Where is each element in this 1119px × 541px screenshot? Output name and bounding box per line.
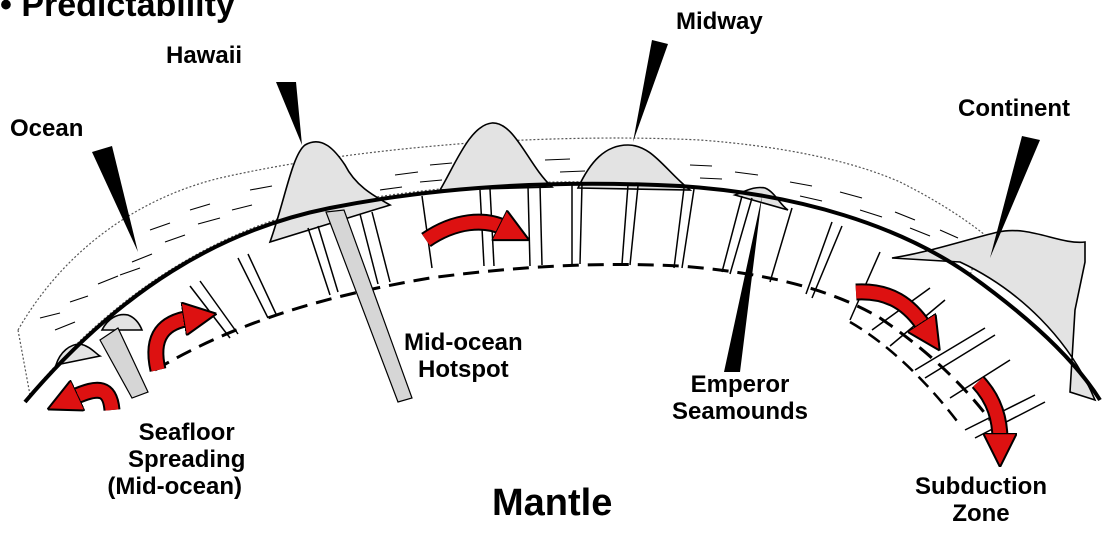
- emperor-label-line1: Emperor: [672, 372, 808, 399]
- midway-label: Midway: [676, 9, 763, 36]
- seafloor-label-line1: Seafloor: [104, 420, 245, 447]
- hawaii-pointer: [276, 82, 302, 145]
- hotspot-label-line2: Hotspot: [404, 357, 523, 384]
- hawaii-label: Hawaii: [166, 43, 242, 70]
- continent-label: Continent: [958, 96, 1070, 123]
- hotspot-label: Mid-ocean Hotspot: [404, 330, 523, 384]
- subduction-label: Subduction Zone: [915, 474, 1047, 528]
- ocean-label: Ocean: [10, 116, 83, 143]
- spreading-arrow-left: [72, 390, 112, 410]
- seafloor-label-line3: (Mid-ocean): [104, 474, 245, 501]
- hotspot-label-line1: Mid-ocean: [404, 330, 523, 357]
- hotspot-plume: [326, 210, 412, 402]
- midway-pointer: [633, 40, 668, 142]
- mantle-label: Mantle: [492, 482, 612, 525]
- emperor-label-line2: Seamounds: [672, 399, 808, 426]
- seafloor-label-line2: Spreading: [104, 447, 245, 474]
- motion-arrows: [72, 222, 1000, 440]
- emperor-label: Emperor Seamounds: [672, 372, 808, 426]
- subduction-label-line1: Subduction: [915, 474, 1047, 501]
- seafloor-label: Seafloor Spreading (Mid-ocean): [104, 420, 245, 501]
- page-title: • Predictability: [0, 0, 235, 24]
- emperor-pointer: [724, 196, 762, 372]
- subduction-label-line2: Zone: [915, 501, 1047, 528]
- motion-arrow-outlines: [72, 222, 1000, 440]
